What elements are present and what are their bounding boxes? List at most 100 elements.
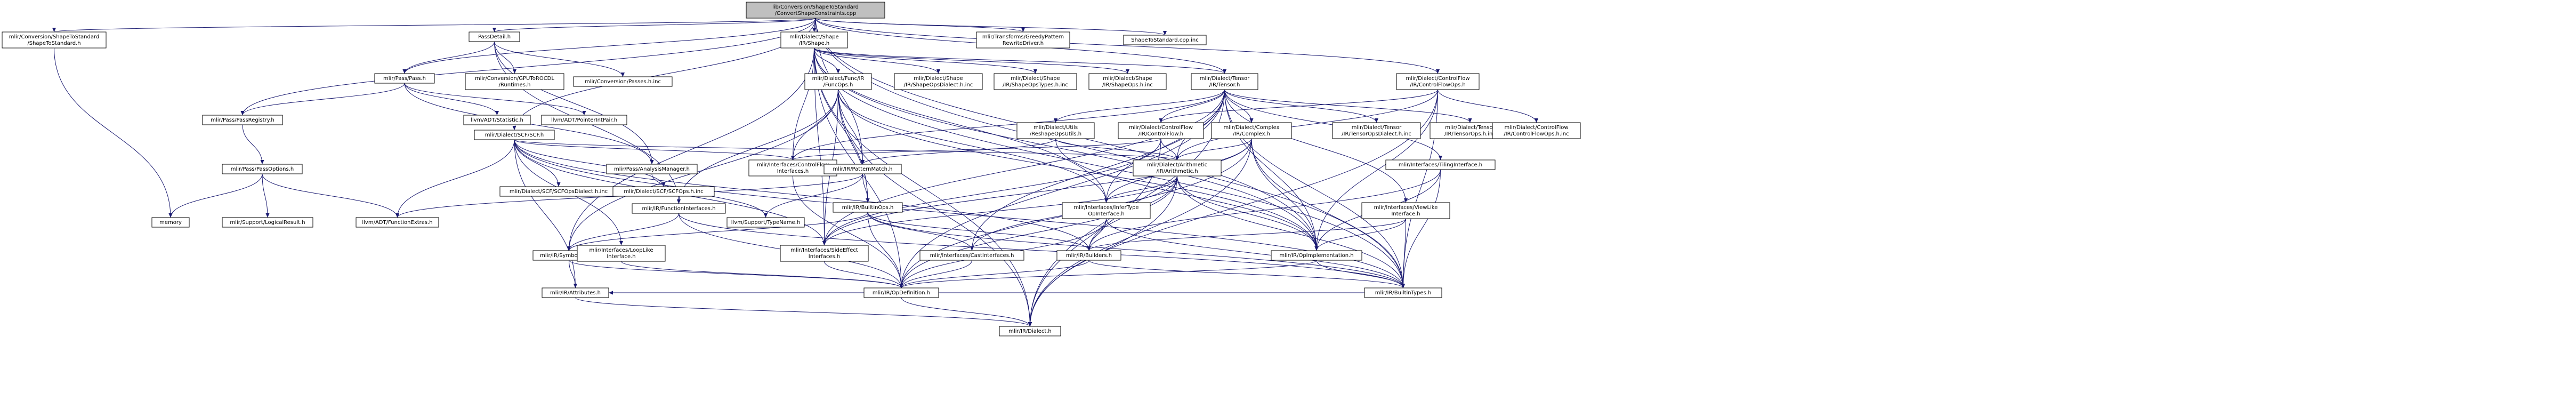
edge-view-like-to-builders [1087, 218, 1406, 251]
edge-func-iface-to-symbol-table [567, 213, 679, 251]
node-box [612, 186, 715, 197]
node-pass-detail[interactable]: PassDetail.h [469, 31, 520, 42]
node-label: mlir/Dialect/Shape/IR/Shape.h [789, 34, 838, 46]
node-func-ops[interactable]: mlir/Dialect/Func/IR/FuncOps.h [804, 73, 872, 90]
node-tensor-h[interactable]: mlir/Dialect/Tensor/IR/Tensor.h [1191, 73, 1258, 90]
node-arith-h[interactable]: mlir/Dialect/Arithmetic/IR/Arithmetic.h [1133, 159, 1222, 177]
node-statistic[interactable]: llvm/ADT/Statistic.h [463, 115, 531, 125]
node-label: PassDetail.h [478, 34, 511, 40]
node-label: llvm/ADT/FunctionExtras.h [362, 220, 432, 226]
node-label: mlir/Dialect/SCF/SCF.h [485, 132, 544, 138]
node-builders[interactable]: mlir/IR/Builders.h [1056, 250, 1121, 261]
node-cf-ops[interactable]: mlir/Dialect/ControlFlow/IR/ControlFlowO… [1396, 73, 1480, 90]
node-shape-dialect-inc[interactable]: mlir/Dialect/Shape/IR/ShapeOpsDialect.h.… [894, 73, 983, 90]
edge-arith-h-to-op-impl [1177, 175, 1319, 251]
node-ptr-int-pair[interactable]: llvm/ADT/PointerIntPair.h [541, 115, 627, 125]
node-pass-options[interactable]: mlir/Pass/PassOptions.h [222, 164, 303, 174]
node-box [833, 202, 903, 213]
node-label: mlir/Dialect/Func/IR/FuncOps.h [812, 76, 865, 88]
node-label: mlir/Dialect/Shape/IR/ShapeOps.h.inc [1102, 76, 1153, 88]
edge-tensor-h-to-cast-iface [970, 89, 1225, 251]
edge-shape-ir-to-tensor-h [814, 47, 1226, 74]
node-scf-dialect-inc[interactable]: mlir/Dialect/SCF/SCFOpsDialect.h.inc [499, 186, 618, 197]
node-op-def[interactable]: mlir/IR/OpDefinition.h [863, 287, 939, 298]
node-scf-h[interactable]: mlir/Dialect/SCF/SCF.h [474, 130, 555, 140]
node-func-iface[interactable]: mlir/IR/FunctionInterfaces.h [632, 203, 726, 214]
edge-builtin-ops-to-op-def [867, 212, 903, 288]
node-shape-ir[interactable]: mlir/Dialect/Shape/IR/Shape.h [780, 31, 848, 49]
node-dialect-h[interactable]: mlir/IR/Dialect.h [999, 326, 1061, 336]
edge-scf-h-to-builders [514, 139, 1091, 251]
node-scf-ops-inc[interactable]: mlir/Dialect/SCF/SCFOps.h.inc [612, 186, 715, 197]
node-box [151, 217, 190, 228]
node-box [1056, 250, 1121, 261]
node-tiling-iface[interactable]: mlir/Interfaces/TilingInterface.h [1385, 159, 1496, 170]
edge-tensor-h-to-complex-h [1224, 89, 1254, 123]
node-box [1123, 35, 1207, 45]
edge-shape-ir-to-func-ops [814, 47, 841, 74]
node-builtin-types[interactable]: mlir/IR/BuiltinTypes.h [1364, 287, 1442, 298]
node-type-name[interactable]: llvm/Support/TypeName.h [726, 217, 805, 228]
edge-tensor-h-to-side-effect [822, 89, 1225, 246]
node-label: mlir/IR/SymbolTable.h [540, 253, 598, 259]
edge-scf-h-to-builtin-types [514, 139, 1406, 288]
node-memory[interactable]: memory [151, 217, 190, 228]
node-attributes[interactable]: mlir/IR/Attributes.h [542, 287, 609, 298]
node-box [863, 287, 939, 298]
node-shape-to-std[interactable]: mlir/Conversion/ShapeToStandard/ShapeToS… [2, 31, 107, 49]
edge-shape-to-std-to-memory [54, 47, 173, 218]
node-label: mlir/IR/Builders.h [1066, 253, 1112, 259]
edge-builders-to-op-def [899, 260, 1089, 288]
node-root: lib/Conversion/ShapeToStandard/ConvertSh… [746, 2, 885, 19]
edge-builtin-ops-to-symbol-table [567, 212, 868, 251]
node-reshape-utils[interactable]: mlir/Dialect/Utils/ReshapeOpsUtils.h [1016, 122, 1095, 139]
node-cast-iface[interactable]: mlir/Interfaces/CastInterfaces.h [919, 250, 1024, 261]
node-box [222, 164, 303, 174]
edge-cf-h-to-side-effect [822, 138, 1161, 246]
node-box [919, 250, 1024, 261]
node-box [1361, 202, 1450, 219]
node-cf-h[interactable]: mlir/Dialect/ControlFlow/IR/ControlFlow.… [1118, 122, 1204, 139]
node-box [577, 245, 666, 262]
edge-func-ops-to-op-impl [838, 89, 1319, 251]
node-box [222, 217, 313, 228]
node-box [999, 326, 1061, 336]
edge-reshape-utils-to-op-impl [1055, 138, 1319, 251]
node-pass-h[interactable]: mlir/Pass/Pass.h [374, 73, 435, 84]
node-shape-ops-inc[interactable]: mlir/Dialect/Shape/IR/ShapeOps.h.inc [1088, 73, 1167, 90]
edge-pattern-match-to-type-name [763, 173, 863, 218]
node-pass-registry[interactable]: mlir/Pass/PassRegistry.h [202, 115, 283, 125]
node-complex-h[interactable]: mlir/Dialect/Complex/IR/Complex.h [1211, 122, 1292, 139]
node-pattern-match[interactable]: mlir/IR/PatternMatch.h [823, 164, 902, 174]
edge-builtin-ops-to-cast-iface [867, 212, 974, 251]
node-shape-types-inc[interactable]: mlir/Dialect/Shape/IR/ShapeOpsTypes.h.in… [994, 73, 1077, 90]
node-label: mlir/Dialect/ControlFlow/IR/ControlFlowO… [1504, 125, 1569, 137]
node-label: mlir/Dialect/Arithmetic/IR/Arithmetic.h [1147, 162, 1207, 174]
node-analysis-mgr[interactable]: mlir/Pass/AnalysisManager.h [606, 164, 698, 174]
node-shape-to-std-inc[interactable]: ShapeToStandard.cpp.inc [1123, 35, 1207, 45]
edge-scf-h-to-arith-h [514, 139, 1179, 161]
node-label: mlir/Dialect/SCF/SCFOps.h.inc [624, 189, 703, 195]
node-cf-ops-inc[interactable]: mlir/Dialect/ControlFlow/IR/ControlFlowO… [1492, 122, 1581, 139]
node-logical-result[interactable]: mlir/Support/LogicalResult.h [222, 217, 313, 228]
node-gpu-rocdl[interactable]: mlir/Conversion/GPUToROCDL/Runtimes.h [465, 73, 564, 90]
node-tensor-dialect-inc[interactable]: mlir/Dialect/Tensor/IR/TensorOpsDialect.… [1332, 122, 1421, 139]
node-label: mlir/IR/FunctionInterfaces.h [642, 206, 715, 212]
edge-infer-type-to-builders [1087, 218, 1107, 251]
node-box [1364, 287, 1442, 298]
edge-scf-h-to-scf-dialect-inc [514, 139, 561, 187]
node-box [823, 164, 902, 174]
node-op-impl[interactable]: mlir/IR/OpImplementation.h [1271, 250, 1362, 261]
node-builtin-ops[interactable]: mlir/IR/BuiltinOps.h [833, 202, 903, 213]
node-conv-passes-inc[interactable]: mlir/Conversion/Passes.h.inc [573, 76, 673, 87]
node-func-extras[interactable]: llvm/ADT/FunctionExtras.h [356, 217, 439, 228]
